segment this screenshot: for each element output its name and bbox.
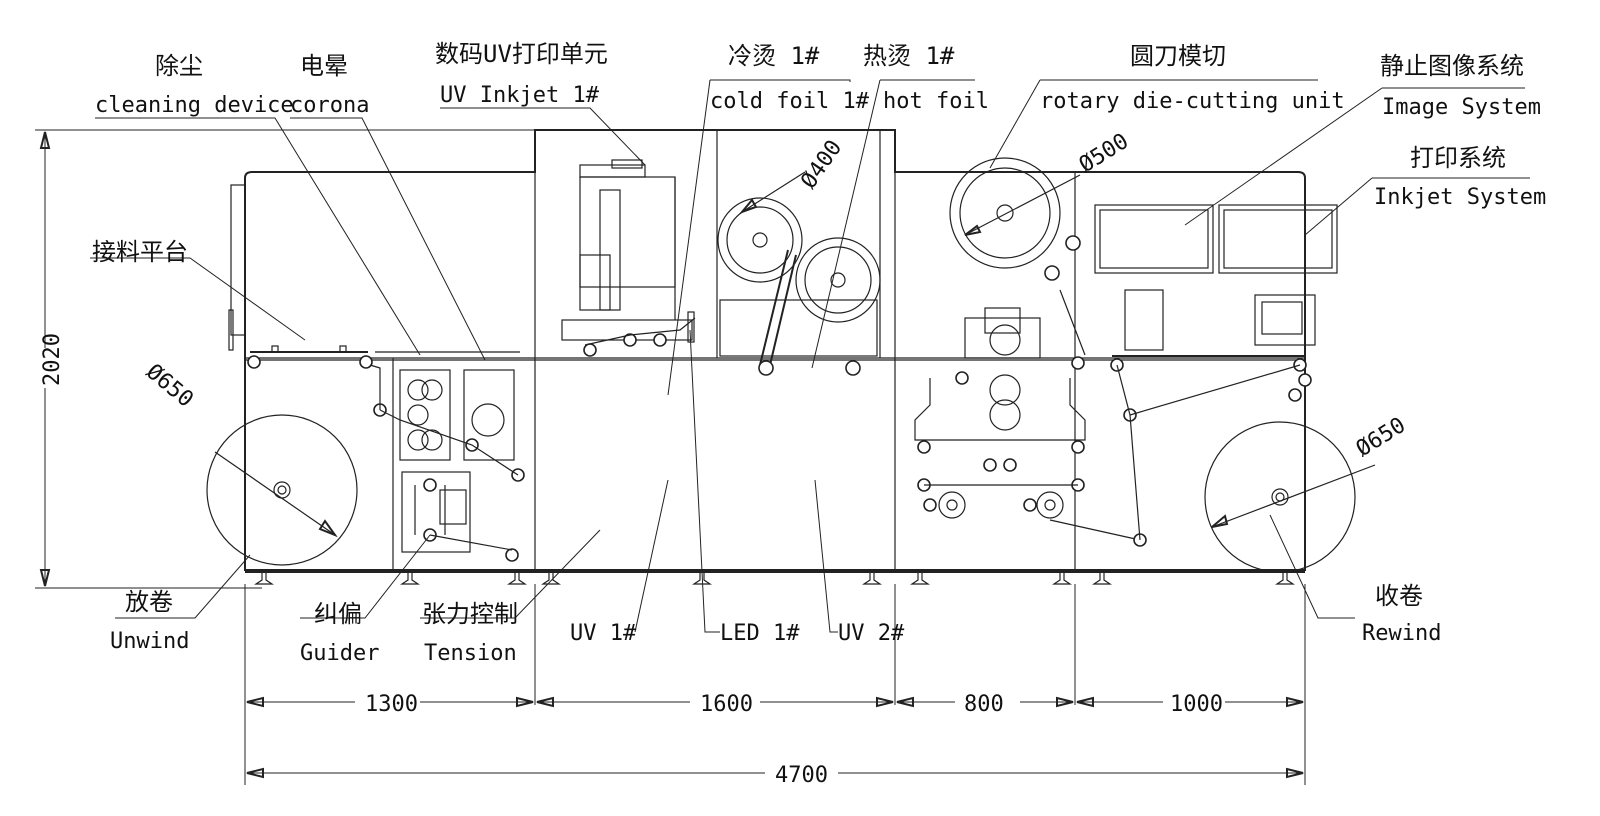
- label-hot-foil-en: hot foil: [883, 89, 989, 114]
- labels: 除尘 cleaning device 电晕 corona 数码UV打印单元 UV…: [92, 40, 1546, 666]
- dim-height: 2020: [40, 333, 65, 386]
- leader-lines: [35, 79, 1530, 785]
- label-guider-cn: 纠偏: [314, 600, 362, 628]
- guider-module: [401, 471, 519, 562]
- label-corona-en: corona: [290, 93, 369, 118]
- label-guider-en: Guider: [300, 641, 379, 666]
- dim-seg-1300: 1300: [365, 692, 418, 717]
- cleaning-corona-module: [369, 364, 525, 482]
- label-image-system-en: Image System: [1382, 95, 1541, 120]
- label-rotary-en: rotary die-cutting unit: [1040, 89, 1345, 114]
- dim-diameter-die: Ø500: [1075, 129, 1133, 178]
- dim-diameter-rewind: Ø650: [1352, 413, 1410, 462]
- label-tension-en: Tension: [424, 641, 517, 666]
- label-inkjet-system-cn: 打印系统: [1410, 144, 1506, 172]
- label-unwind-en: Unwind: [110, 629, 189, 654]
- dim-diameter-unwind: Ø650: [141, 359, 198, 412]
- label-uv-inkjet-cn: 数码UV打印单元: [435, 40, 608, 68]
- uv-inkjet-module: [561, 159, 696, 357]
- label-inkjet-system-en: Inkjet System: [1374, 185, 1546, 210]
- label-cleaning-cn: 除尘: [155, 52, 203, 80]
- dim-seg-1000: 1000: [1170, 692, 1223, 717]
- label-rewind-cn: 收卷: [1375, 582, 1423, 610]
- rotary-die-module: [914, 157, 1147, 547]
- dim-total-4700: 4700: [775, 763, 828, 788]
- label-splice-table: 接料平台: [92, 238, 188, 266]
- dim-seg-1600: 1600: [700, 692, 753, 717]
- label-cleaning-en: cleaning device: [95, 93, 294, 118]
- label-led1: LED 1#: [720, 621, 800, 646]
- foil-rolls: [717, 171, 881, 376]
- label-tension-cn: 张力控制: [422, 600, 518, 628]
- label-rewind-en: Rewind: [1362, 621, 1441, 646]
- label-corona-cn: 电晕: [300, 52, 348, 80]
- unwind-roll: [206, 414, 358, 566]
- label-cold-foil-en: cold foil 1#: [710, 89, 870, 114]
- label-rotary-cn: 圆刀模切: [1130, 42, 1226, 70]
- machine-body: [228, 129, 1306, 585]
- splice-table: [247, 345, 520, 369]
- dimension-lines: [39, 131, 1304, 779]
- dim-diameter-foil: Ø400: [796, 136, 847, 194]
- label-hot-foil-cn: 热烫 1#: [863, 42, 955, 70]
- label-unwind-cn: 放卷: [125, 588, 173, 616]
- label-uv2: UV 2#: [838, 621, 905, 646]
- dim-seg-800: 800: [964, 692, 1004, 717]
- label-image-system-cn: 静止图像系统: [1380, 52, 1524, 80]
- rewind-roll: [1204, 421, 1376, 573]
- label-uv1: UV 1#: [570, 621, 637, 646]
- label-uv-inkjet-en: UV Inkjet 1#: [440, 83, 600, 108]
- label-cold-foil-cn: 冷烫 1#: [728, 42, 820, 70]
- monitor-systems: [1094, 204, 1338, 541]
